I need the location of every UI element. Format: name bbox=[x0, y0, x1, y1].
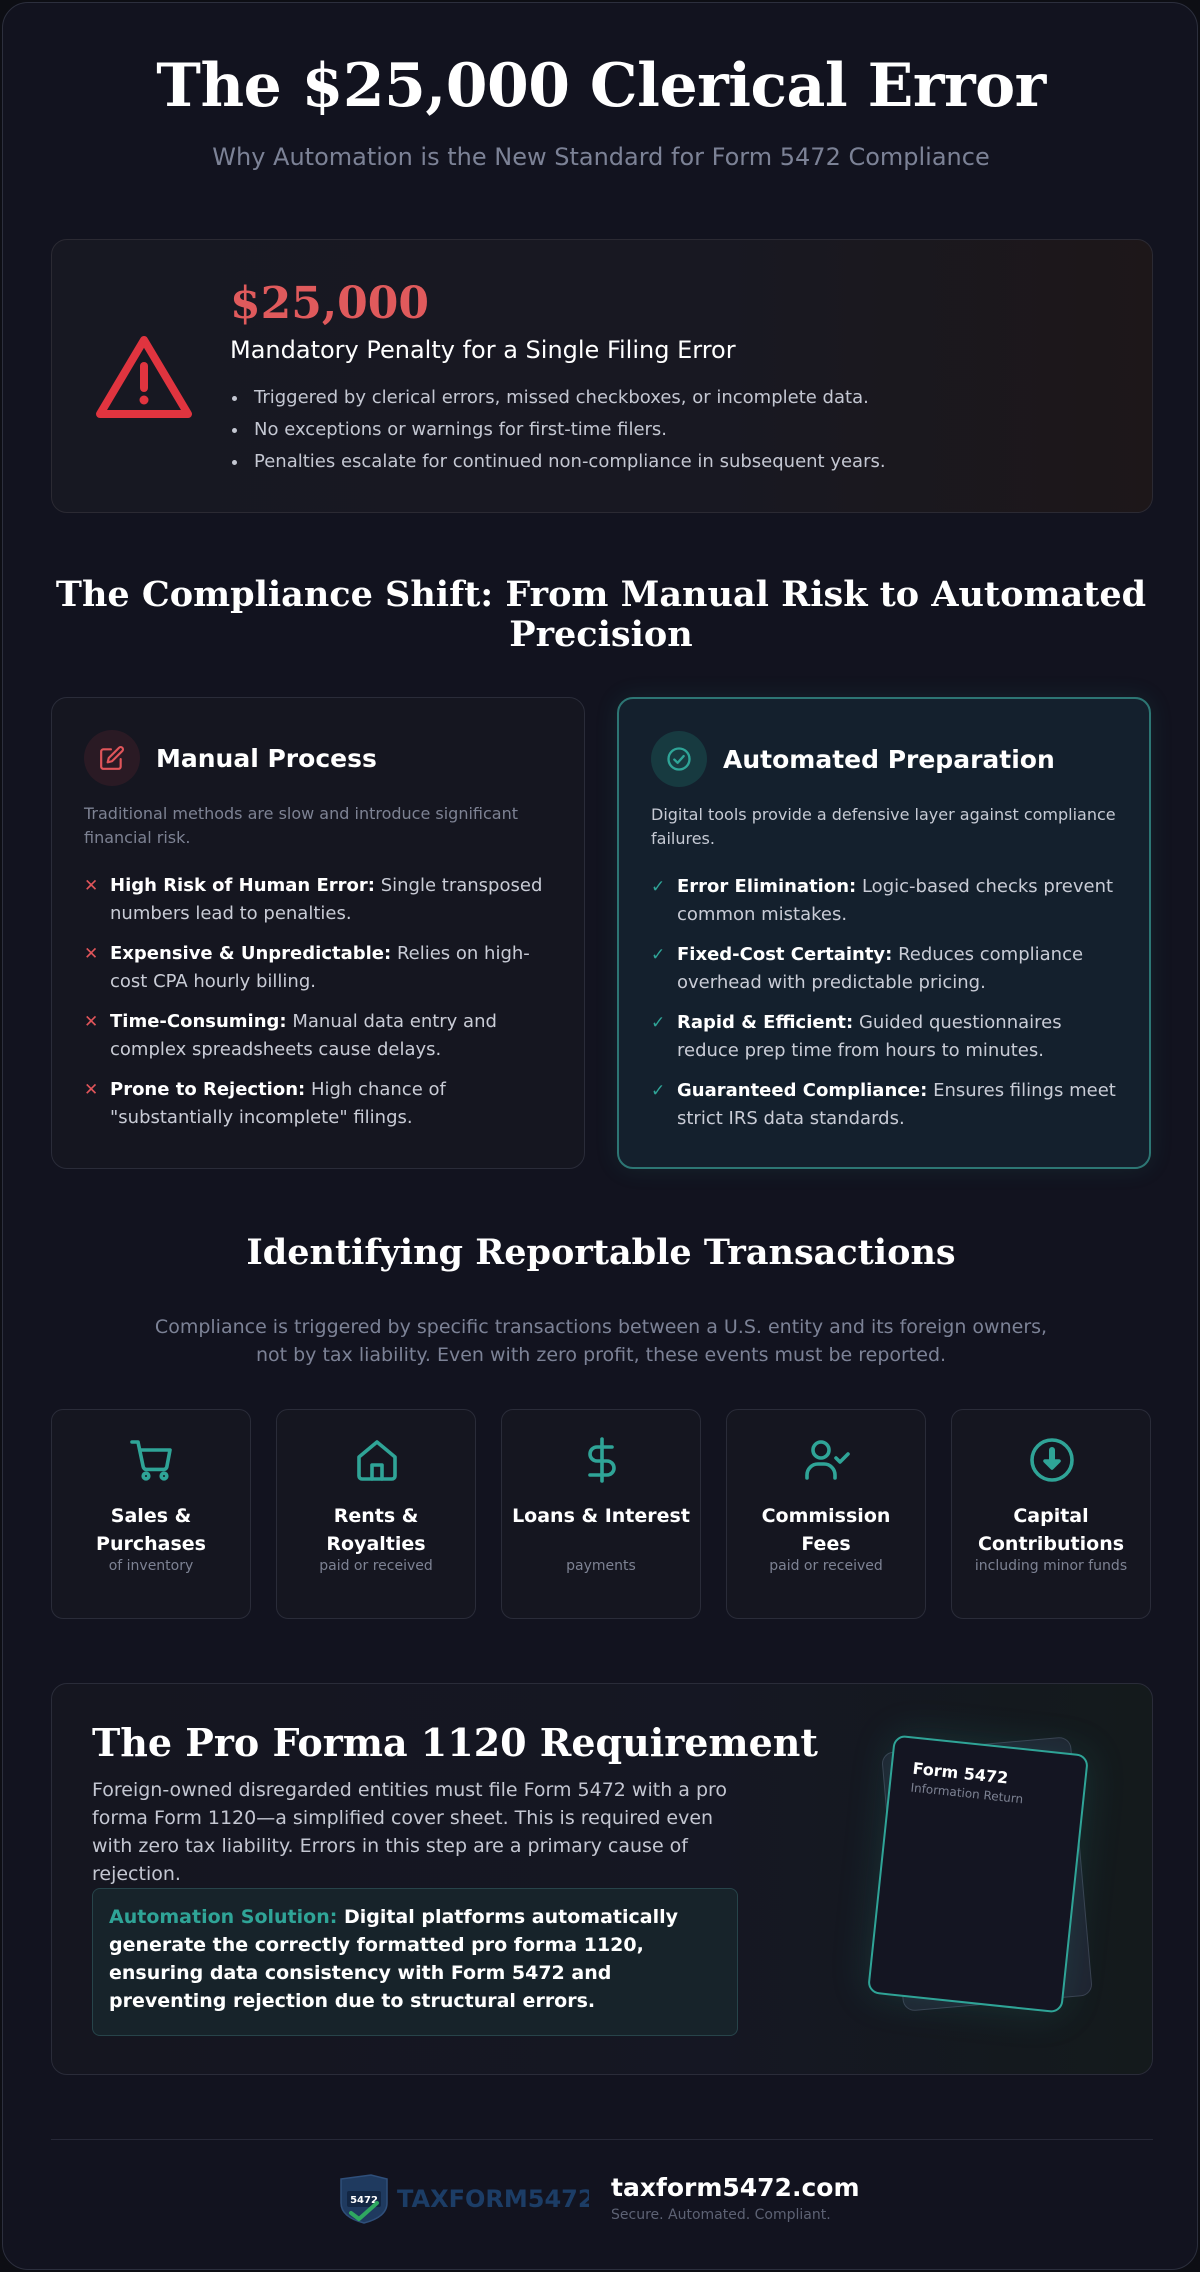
penalty-card: $25,000 Mandatory Penalty for a Single F… bbox=[51, 239, 1153, 513]
warning-triangle-icon bbox=[96, 336, 192, 418]
footer-domain: taxform5472.com bbox=[611, 2173, 860, 2202]
check-icon: ✓ bbox=[651, 945, 666, 965]
svg-text:TAXFORM5472: TAXFORM5472 bbox=[397, 2185, 589, 2213]
automation-solution-callout: Automation Solution: Digital platforms a… bbox=[92, 1888, 738, 2036]
transaction-card-capital: Capital Contributions including minor fu… bbox=[951, 1409, 1151, 1619]
transaction-label: Rents & Royalties bbox=[326, 1505, 426, 1555]
check-circle-icon bbox=[651, 731, 707, 787]
transaction-sublabel: paid or received bbox=[319, 1558, 433, 1574]
user-check-icon bbox=[805, 1440, 850, 1480]
list-item: ✓Guaranteed Compliance: Ensures filings … bbox=[651, 1077, 1123, 1133]
transaction-card-commission: Commission Fees paid or received bbox=[726, 1409, 926, 1619]
check-icon: ✓ bbox=[651, 1013, 666, 1033]
transactions-title: Identifying Reportable Transactions bbox=[246, 1232, 956, 1273]
penalty-amount: $25,000 bbox=[230, 278, 430, 329]
proforma-body: Foreign-owned disregarded entities must … bbox=[92, 1779, 728, 1885]
list-item: No exceptions or warnings for first-time… bbox=[230, 414, 886, 446]
transaction-sublabel: payments bbox=[566, 1558, 636, 1574]
transaction-card-rents: Rents & Royalties paid or received bbox=[276, 1409, 476, 1619]
penalty-points: Triggered by clerical errors, missed che… bbox=[230, 382, 886, 478]
transaction-card-loans: Loans & Interest payments bbox=[501, 1409, 701, 1619]
list-item: ✓Fixed-Cost Certainty: Reduces complianc… bbox=[651, 941, 1123, 997]
list-item: Triggered by clerical errors, missed che… bbox=[230, 382, 886, 414]
page-title: The $25,000 Clerical Error bbox=[156, 51, 1046, 121]
list-item: ✓Rapid & Efficient: Guided questionnaire… bbox=[651, 1009, 1123, 1065]
transactions-intro: Compliance is triggered by specific tran… bbox=[154, 1316, 1048, 1366]
x-icon: ✕ bbox=[84, 876, 99, 896]
proforma-title: The Pro Forma 1120 Requirement bbox=[92, 1720, 818, 1765]
manual-process-card: Manual Process Traditional methods are s… bbox=[51, 697, 585, 1169]
transaction-sublabel: paid or received bbox=[769, 1558, 883, 1574]
automated-preparation-list: ✓Error Elimination: Logic-based checks p… bbox=[651, 873, 1123, 1145]
edit-icon bbox=[84, 730, 140, 786]
manual-process-title: Manual Process bbox=[156, 744, 377, 773]
callout-text: Digital platforms automatically generate… bbox=[109, 1906, 678, 2012]
arrow-down-circle-icon bbox=[1030, 1438, 1074, 1482]
page-subtitle: Why Automation is the New Standard for F… bbox=[212, 143, 990, 171]
proforma-card: The Pro Forma 1120 Requirement Foreign-o… bbox=[51, 1683, 1153, 2075]
footer-tagline: Secure. Automated. Compliant. bbox=[611, 2207, 831, 2223]
transaction-label: Loans & Interest bbox=[512, 1505, 690, 1527]
transaction-sublabel: of inventory bbox=[108, 1558, 194, 1574]
list-item: Penalties escalate for continued non-com… bbox=[230, 446, 886, 478]
automated-preparation-title: Automated Preparation bbox=[723, 745, 1055, 774]
taxform5472-logo: 5472 TAXFORM5472 bbox=[340, 2174, 589, 2224]
check-icon: ✓ bbox=[651, 877, 666, 897]
svg-text:5472: 5472 bbox=[350, 2195, 378, 2206]
list-item: ✕Prone to Rejection: High chance of "sub… bbox=[84, 1076, 556, 1132]
list-item: ✓Error Elimination: Logic-based checks p… bbox=[651, 873, 1123, 929]
list-item: ✕Expensive & Unpredictable: Relies on hi… bbox=[84, 940, 556, 996]
shopping-cart-icon bbox=[130, 1440, 172, 1481]
transaction-label: Capital Contributions bbox=[977, 1505, 1125, 1555]
x-icon: ✕ bbox=[84, 1012, 99, 1032]
check-icon: ✓ bbox=[651, 1081, 666, 1101]
manual-process-list: ✕High Risk of Human Error: Single transp… bbox=[84, 872, 556, 1144]
transaction-label: Sales & Purchases bbox=[96, 1505, 206, 1555]
manual-process-description: Traditional methods are slow and introdu… bbox=[84, 804, 519, 847]
document-front-sheet: Form 5472 Information Return bbox=[866, 1734, 1090, 2014]
transaction-sublabel: including minor funds bbox=[974, 1558, 1128, 1574]
transaction-label: Commission Fees bbox=[761, 1505, 891, 1555]
automated-preparation-description: Digital tools provide a defensive layer … bbox=[651, 805, 1116, 848]
penalty-heading: Mandatory Penalty for a Single Filing Er… bbox=[230, 336, 736, 364]
x-icon: ✕ bbox=[84, 944, 99, 964]
list-item: ✕High Risk of Human Error: Single transp… bbox=[84, 872, 556, 928]
compliance-shift-title: The Compliance Shift: From Manual Risk t… bbox=[55, 574, 1147, 655]
transaction-card-sales: Sales & Purchases of inventory bbox=[51, 1409, 251, 1619]
callout-label: Automation Solution: bbox=[109, 1906, 338, 1928]
footer-divider bbox=[51, 2139, 1153, 2140]
dollar-sign-icon bbox=[588, 1437, 616, 1483]
list-item: ✕Time-Consuming: Manual data entry and c… bbox=[84, 1008, 556, 1064]
automated-preparation-card: Automated Preparation Digital tools prov… bbox=[617, 697, 1151, 1169]
x-icon: ✕ bbox=[84, 1080, 99, 1100]
home-icon bbox=[357, 1440, 397, 1481]
document-stack-illustration: Form 5472 Information Return bbox=[842, 1724, 1102, 2024]
